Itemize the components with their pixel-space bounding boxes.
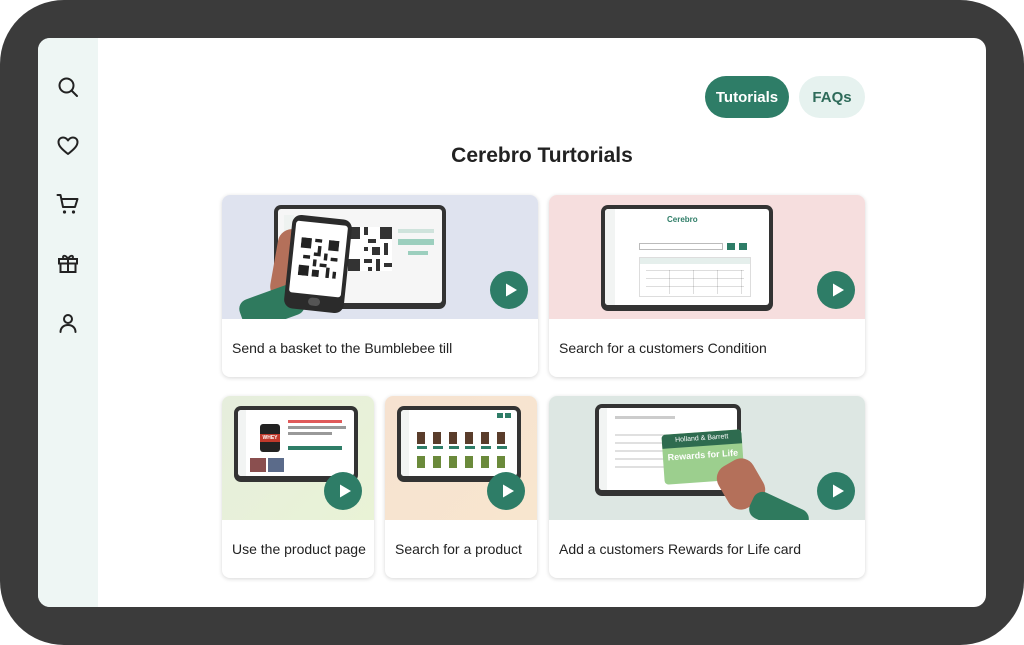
sidebar-item-basket[interactable] [55,191,81,217]
tutorial-card-caption: Add a customers Rewards for Life card [559,541,801,557]
page-title: Cerebro Turtorials [451,144,633,167]
app-screen: Tutorials FAQs Cerebro Turtorials [38,38,986,607]
cerebro-logo: Cerebro [667,215,698,224]
play-button[interactable] [487,472,525,510]
play-button[interactable] [324,472,362,510]
sidebar-item-favourites[interactable] [55,133,81,159]
tablet-illustration [397,406,521,482]
play-icon [832,283,844,297]
sidebar-item-rewards[interactable] [55,250,81,276]
tutorial-card-caption: Search for a customers Condition [559,340,767,356]
heart-icon [57,136,79,155]
tutorial-card-caption: Use the product page [232,541,366,557]
gift-icon [58,254,78,273]
phone-illustration [283,214,353,314]
play-icon [502,484,514,498]
play-button[interactable] [817,271,855,309]
sleeve-illustration [745,488,813,520]
tab-faqs[interactable]: FAQs [799,76,865,118]
tutorial-card-rewards-card[interactable]: Holland & Barrett Rewards for Life Add a… [549,396,865,578]
tutorial-thumbnail: Holland & Barrett Rewards for Life [549,396,865,520]
rewards-card-label: Rewards for Life [667,447,739,463]
play-icon [505,283,517,297]
tutorial-thumbnail: WHEY [222,396,374,520]
tutorial-card-search-product[interactable]: Search for a product [385,396,537,578]
tablet-illustration: WHEY [234,406,358,482]
tutorial-card-caption: Send a basket to the Bumblebee till [232,340,453,356]
sidebar [38,38,98,607]
user-icon [59,314,77,333]
qr-code-icon [297,237,340,279]
tutorial-thumbnail: Cerebro [549,195,865,319]
tutorial-card-search-condition[interactable]: Cerebro Search for a customers Condition [549,195,865,377]
tab-tutorials[interactable]: Tutorials [705,76,789,118]
play-button[interactable] [817,472,855,510]
tutorial-card-caption: Search for a product [395,541,522,557]
whey-label: WHEY [260,434,280,442]
play-icon [832,484,844,498]
tutorial-card-send-basket[interactable]: Send a basket to the Bumblebee till [222,195,538,377]
tutorial-thumbnail [385,396,537,520]
play-icon [339,484,351,498]
cart-icon [56,194,79,214]
search-icon [58,77,78,97]
tablet-illustration: Cerebro [601,205,773,311]
sidebar-item-account[interactable] [55,310,81,336]
play-button[interactable] [490,271,528,309]
tutorial-thumbnail [222,195,538,319]
tutorial-card-product-page[interactable]: WHEY Use the product page [222,396,374,578]
sidebar-item-search[interactable] [55,74,81,100]
